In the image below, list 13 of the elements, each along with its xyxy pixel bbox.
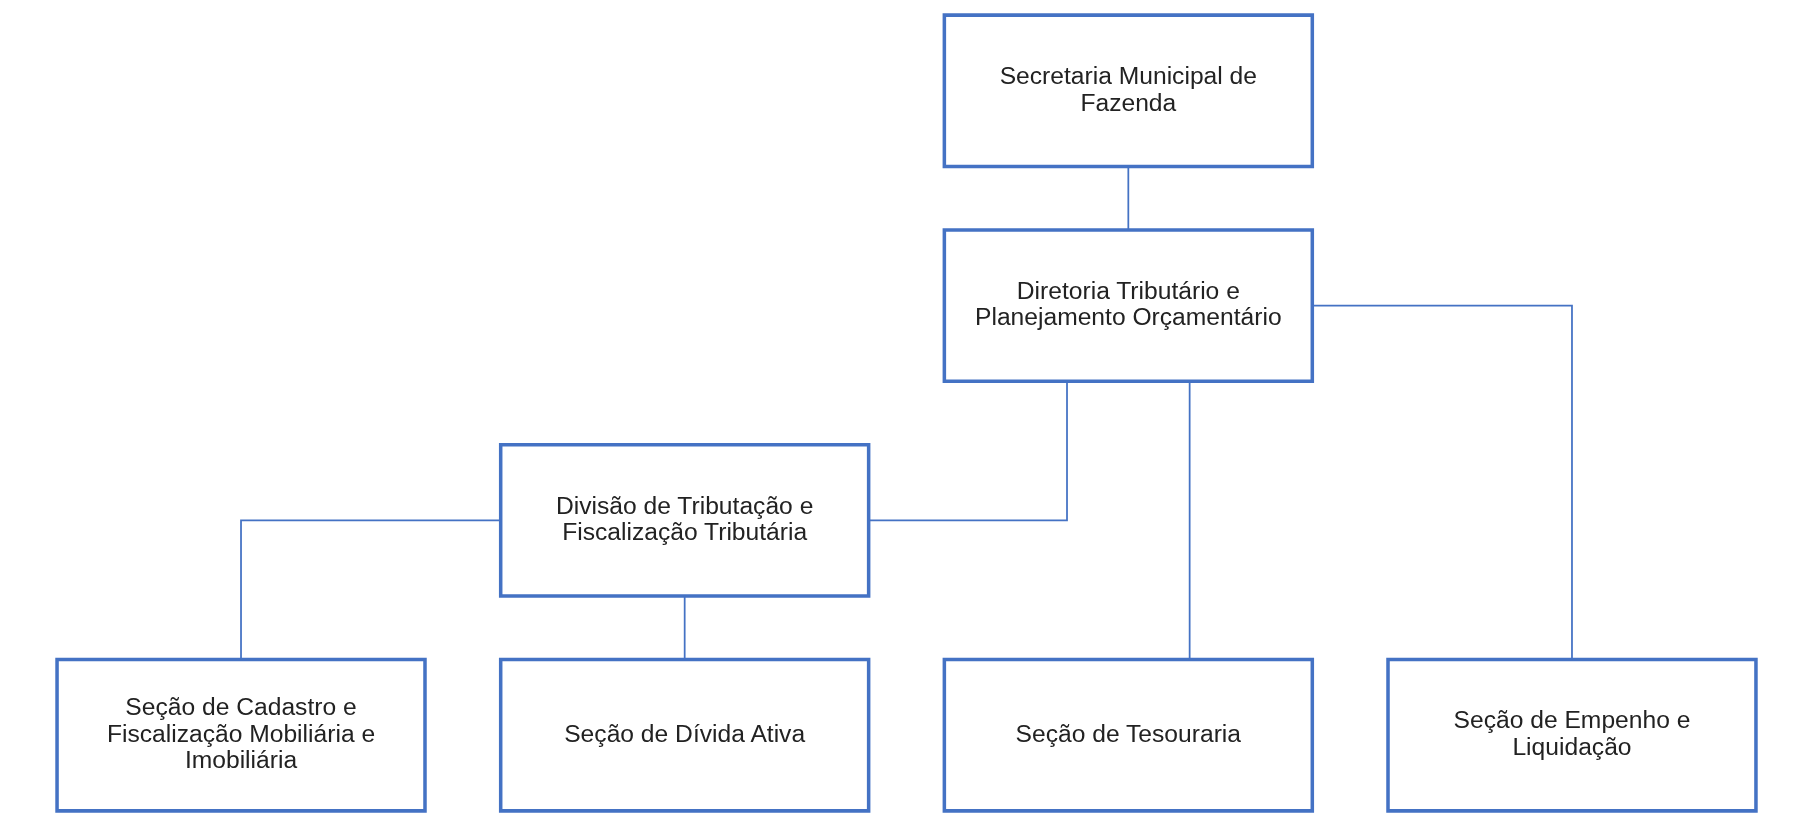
node-box: Secretaria Municipal de Fazenda: [942, 13, 1315, 169]
node-box: Seção de Dívida Ativa: [498, 657, 871, 813]
connector: [240, 519, 502, 661]
node-box: Seção de Tesouraria: [942, 657, 1315, 813]
node-box: Seção de Empenho e Liquidação: [1386, 657, 1758, 813]
node-box: Divisão de Tributação e Fiscalização Tributária: [498, 442, 871, 598]
node-box: Seção de Cadastro e Fiscalização Mobiliária e Imobiliária: [55, 657, 427, 813]
connector: [1127, 165, 1130, 231]
connector: [868, 380, 1068, 522]
connector: [1188, 380, 1191, 661]
connector: [683, 595, 686, 661]
connector: [1311, 304, 1573, 661]
node-box: Diretoria Tributário e Planejamento Orçamentário: [942, 228, 1315, 384]
